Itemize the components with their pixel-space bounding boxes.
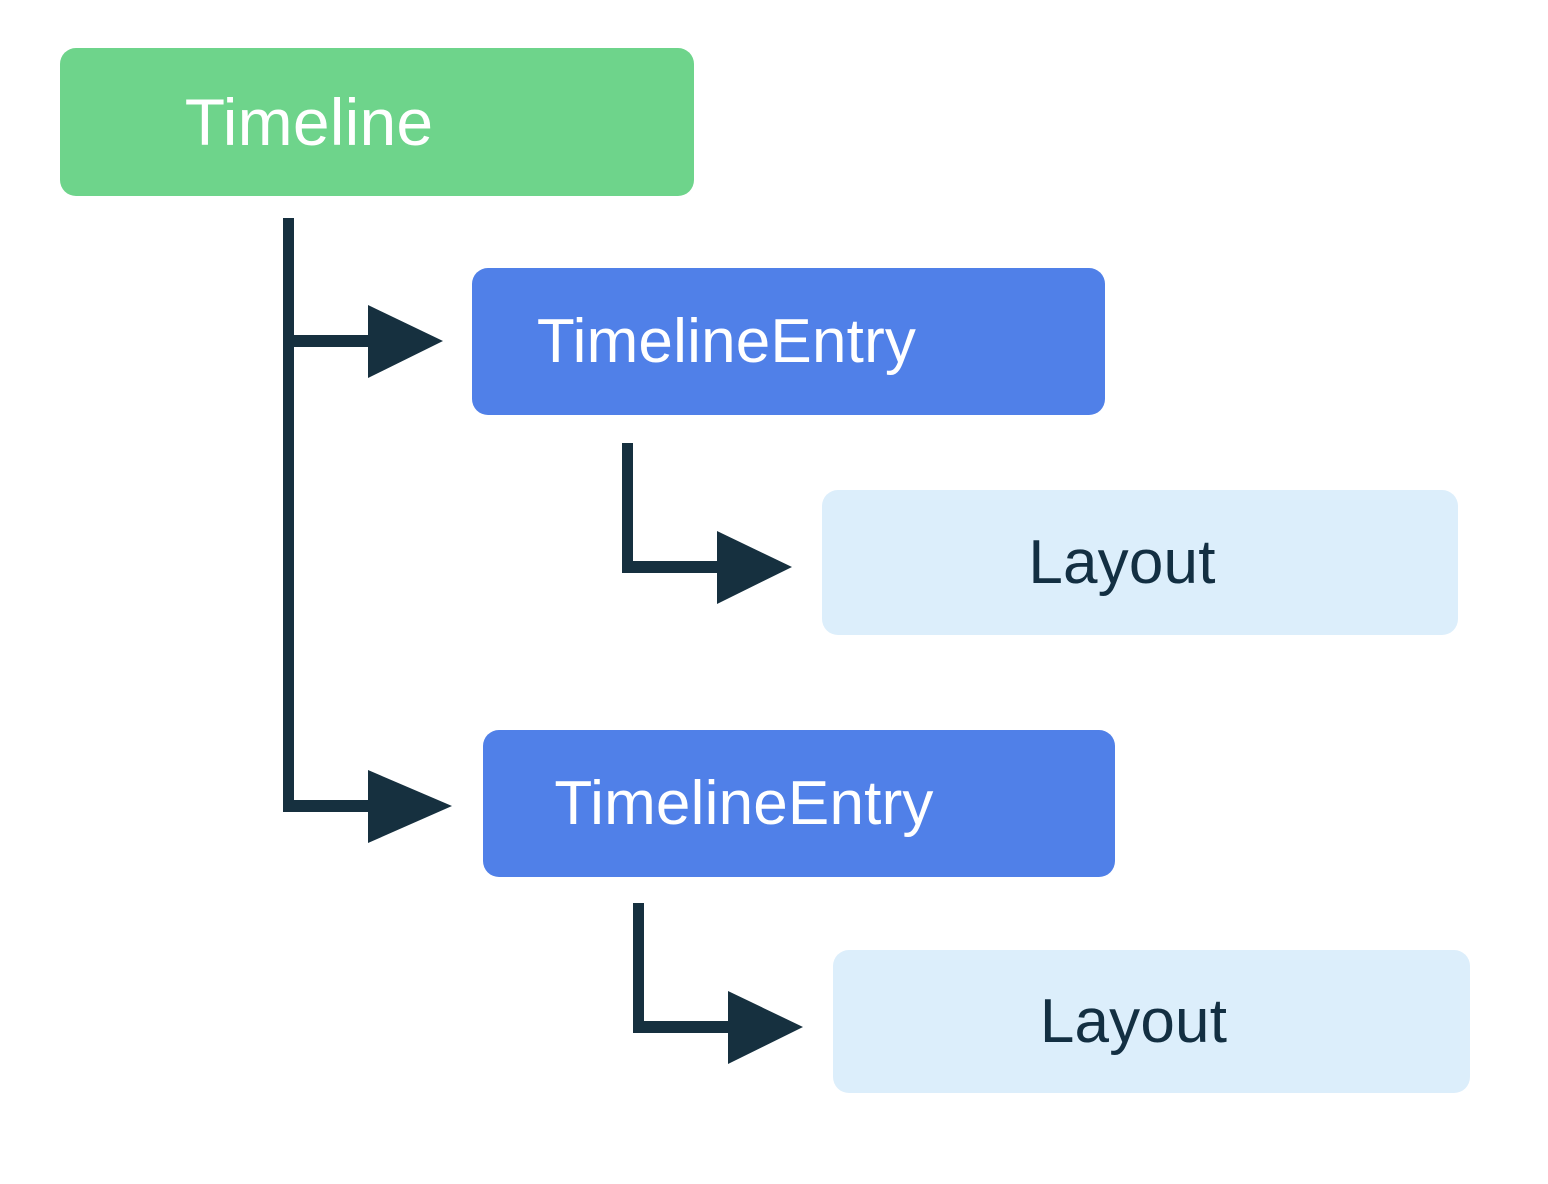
node-timeline-entry-2-label: TimelineEntry [554, 768, 934, 838]
node-timeline-label: Timeline [184, 85, 434, 159]
branch-2-arrowhead [368, 770, 452, 843]
node-layout-2[interactable]: Layout [833, 950, 1470, 1093]
edge-timeline-to-entries [283, 218, 452, 843]
node-layout-1-label: Layout [1028, 527, 1216, 597]
branch-2-horizontal-line [283, 800, 369, 812]
elbow-2-vertical-line [633, 903, 644, 1033]
node-timeline-entry-1[interactable]: TimelineEntry [472, 268, 1105, 415]
elbow-1-vertical-line [622, 443, 633, 573]
edge-entry2-to-layout2 [633, 903, 803, 1064]
elbow-1-arrowhead [717, 531, 792, 604]
node-layout-2-label: Layout [1039, 986, 1228, 1056]
edge-entry1-to-layout1 [622, 443, 792, 604]
elbow-2-arrowhead [728, 991, 803, 1064]
node-timeline-entry-2[interactable]: TimelineEntry [483, 730, 1115, 877]
trunk-vertical-line [283, 218, 294, 812]
elbow-2-horizontal-line [633, 1021, 729, 1033]
branch-1-horizontal-line [283, 335, 369, 347]
node-timeline[interactable]: Timeline [60, 48, 694, 196]
node-layout-1[interactable]: Layout [822, 490, 1458, 635]
node-timeline-entry-1-label: TimelineEntry [536, 306, 917, 376]
elbow-1-horizontal-line [622, 561, 718, 573]
branch-1-arrowhead [368, 305, 443, 378]
